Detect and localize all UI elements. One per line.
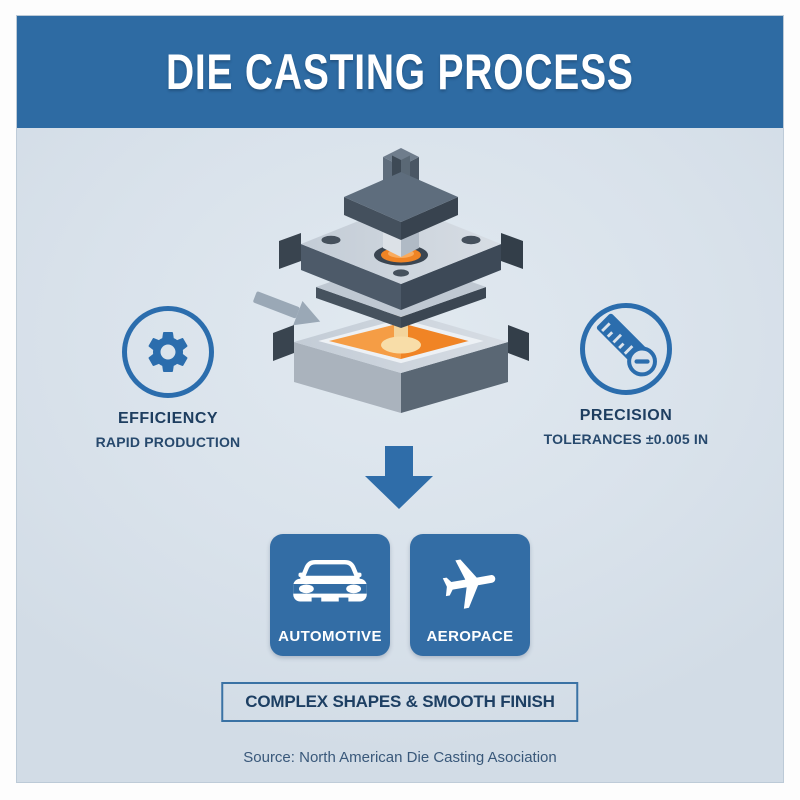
gray-arrow-icon [253, 291, 321, 326]
plunger-platen [344, 172, 458, 240]
source-text: Source: North American Die Casting Asoci… [243, 749, 557, 766]
tile-automotive: AUTOMOTIVE [270, 534, 390, 656]
benefits-banner: COMPLEX SHAPES & SMOOTH FINISH [221, 682, 579, 722]
tile-label: AUTOMOTIVE [278, 628, 382, 645]
page-title: DIE CASTING PROCESS [166, 44, 634, 100]
infographic-card: DIE CASTING PROCESS [16, 15, 784, 783]
tile-aerospace: AEROPACE [410, 534, 530, 656]
ruler-minus-icon [580, 303, 672, 395]
molten-puddle [381, 336, 421, 354]
feature-title: EFFICIENCY [117, 410, 219, 427]
tile-label: AEROPACE [426, 628, 514, 645]
car-icon [288, 534, 372, 628]
bottom-die [273, 311, 529, 413]
gear-icon [122, 306, 214, 398]
airplane-icon [439, 534, 501, 628]
feature-precision: PRECISION TOLERANCES ±0.005 IN [496, 303, 756, 447]
benefits-banner-label: COMPLEX SHAPES & SMOOTH FINISH [245, 692, 555, 711]
down-arrow-icon [365, 446, 433, 509]
industry-tiles: AUTOMOTIVE AEROPACE [17, 534, 783, 656]
feature-title: PRECISION [579, 407, 673, 424]
feature-efficiency: EFFICIENCY RAPID PRODUCTION [38, 306, 298, 450]
feature-subtitle: TOLERANCES ±0.005 IN [543, 431, 709, 447]
die-casting-machine-illustration [253, 148, 529, 413]
header-banner: DIE CASTING PROCESS [17, 16, 783, 128]
source-footer: Source: North American Die Casting Asoci… [17, 749, 783, 767]
feature-subtitle: RAPID PRODUCTION [95, 434, 241, 450]
